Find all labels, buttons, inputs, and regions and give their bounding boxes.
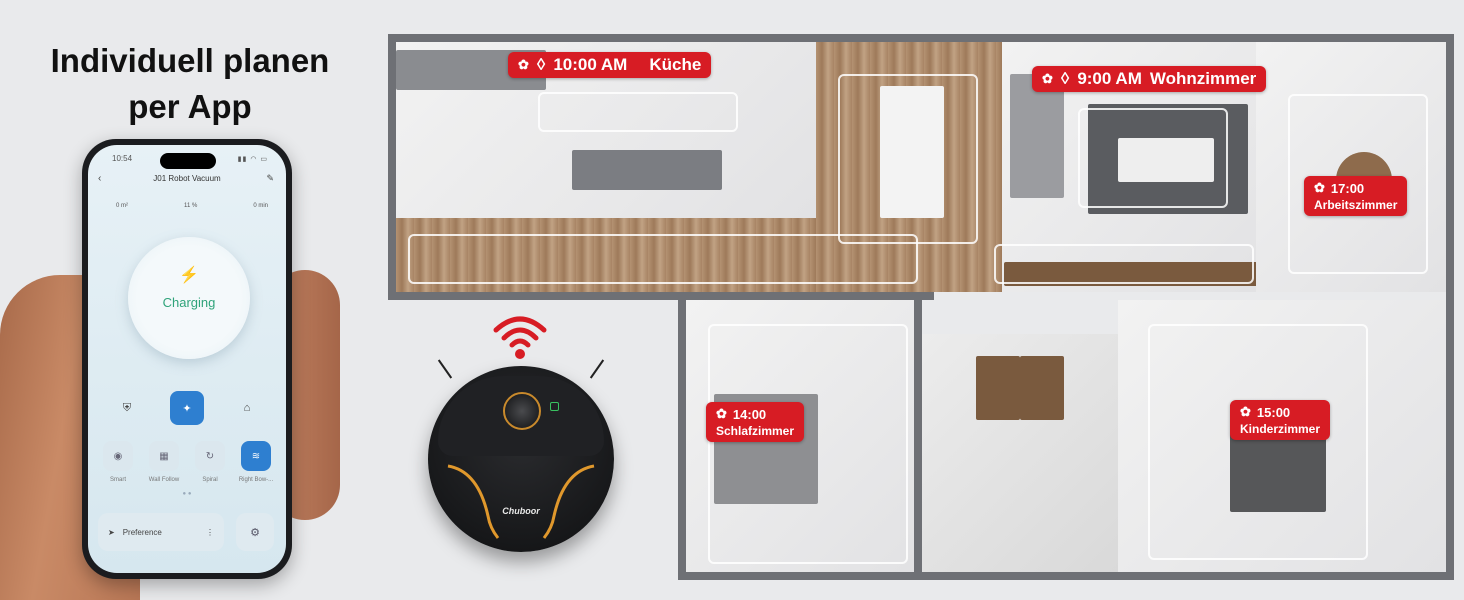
headline-line-2: per App <box>128 88 252 125</box>
room-name: Arbeitszimmer <box>1314 198 1398 212</box>
page-dots: ● ● <box>182 491 192 497</box>
dining-table <box>880 86 944 218</box>
water-drop-icon: ◊ <box>1060 69 1070 88</box>
room-label-kueche: ✿ ◊ 10:00 AM Küche <box>508 52 712 78</box>
cleaning-path <box>838 74 978 244</box>
headline-line-1: Individuell planen <box>50 42 330 79</box>
recharge-icon[interactable]: ⌂ <box>243 402 251 414</box>
mode-smart[interactable]: ◉ Smart <box>96 441 140 483</box>
more-icon[interactable]: ⋮ <box>206 527 214 537</box>
wall <box>678 572 1454 580</box>
right-bow-icon: ≋ <box>241 441 271 471</box>
fan-icon: ✿ <box>1314 180 1325 195</box>
robot-brand-logo: Chuboor <box>502 506 540 516</box>
room-label-arbeitszimmer: ✿ 17:00 Arbeitszimmer <box>1304 176 1408 216</box>
cleaning-path <box>538 92 738 132</box>
back-icon[interactable]: ‹ <box>98 173 102 184</box>
mode-wall-follow[interactable]: ▦ Wall Follow <box>142 441 186 483</box>
robot-accent-lines <box>447 464 595 539</box>
vanity <box>1020 356 1064 420</box>
start-clean-button[interactable]: ✦ <box>170 391 204 425</box>
mode-list: ◉ Smart ▦ Wall Follow ↻ Spiral ≋ Right B… <box>96 441 278 483</box>
cleaning-path <box>994 244 1254 284</box>
smartphone: 10:54 ▮▮ ◠ ▭ ‹ J01 Robot Vacuum ✎ 0 m² 1… <box>82 139 292 579</box>
cleaning-path <box>1148 324 1368 560</box>
spiral-icon: ↻ <box>195 441 225 471</box>
cleaning-path <box>708 324 908 564</box>
kitchen-island <box>572 150 722 190</box>
preference-label: Preference <box>122 527 162 537</box>
stats-row: 0 m² 11 % 0 min <box>116 203 268 209</box>
room-name: Schlafzimmer <box>716 424 795 438</box>
wall <box>388 34 1454 42</box>
room-label-wohnzimmer: ✿ ◊ 9:00 AM Wohnzimmer <box>1032 66 1267 92</box>
room-time: 10:00 AM <box>553 55 628 74</box>
smart-icon: ◉ <box>103 441 133 471</box>
app-title: J01 Robot Vacuum <box>153 174 221 183</box>
room-name: Küche <box>649 55 702 74</box>
room-time: 15:00 <box>1256 404 1291 420</box>
status-bar-icons: ▮▮ ◠ ▭ <box>237 156 268 163</box>
wall <box>388 34 396 300</box>
cleaning-path <box>1288 94 1428 274</box>
fan-icon: ✿ <box>518 57 529 72</box>
room-name: Wohnzimmer <box>1149 69 1257 88</box>
duration-stat: 0 min <box>253 203 268 209</box>
room-label-schlafzimmer: ✿ 14:00 Schlafzimmer <box>706 402 805 442</box>
robot-status-led <box>550 402 559 411</box>
wall <box>388 292 934 300</box>
battery-stat: 11 % <box>184 203 198 209</box>
battery-charging-icon: ⚡ <box>179 267 199 284</box>
wall <box>1446 34 1454 580</box>
fan-icon: ✿ <box>716 406 727 421</box>
mode-right-bow[interactable]: ≋ Right Bow-... <box>234 441 278 483</box>
cleaning-path <box>1078 108 1228 208</box>
headline: Individuell planen per App <box>20 38 360 130</box>
room-time: 17:00 <box>1330 180 1365 196</box>
edit-icon[interactable]: ✎ <box>266 173 274 183</box>
mode-spiral[interactable]: ↻ Spiral <box>188 441 232 483</box>
water-drop-icon: ◊ <box>536 55 546 74</box>
fan-icon: ✿ <box>1042 71 1053 86</box>
status-label: Charging <box>162 295 216 310</box>
room-time: 14:00 <box>732 406 767 422</box>
settings-gear-icon[interactable]: ⚙ <box>236 513 274 551</box>
wall-follow-icon: ▦ <box>149 441 179 471</box>
wifi-signal-icon <box>493 316 547 359</box>
cleaning-path <box>408 234 918 284</box>
fan-icon: ✿ <box>1240 404 1251 419</box>
room-label-kinderzimmer: ✿ 15:00 Kinderzimmer <box>1230 400 1331 440</box>
robot-power-button <box>503 392 541 430</box>
phone-notch <box>160 153 216 169</box>
control-row: ⛨ ✦ ⌂ <box>110 391 264 425</box>
floor-plan <box>388 34 1454 580</box>
dock-icon[interactable]: ⛨ <box>122 401 132 414</box>
vanity <box>976 356 1020 420</box>
preference-icon: ➤ <box>108 527 115 537</box>
area-stat: 0 m² <box>116 203 128 209</box>
status-bar-time: 10:54 <box>112 154 133 163</box>
wall <box>914 292 922 580</box>
sofa <box>1010 74 1064 198</box>
wall <box>678 296 686 580</box>
coffee-table <box>1118 138 1214 182</box>
preference-button[interactable]: ➤ Preference ⋮ <box>98 513 224 551</box>
status-dial: ⚡ Charging <box>128 237 250 359</box>
robot-vacuum-image: Chuboor <box>428 359 614 552</box>
room-time: 9:00 AM <box>1077 69 1142 88</box>
room-name: Kinderzimmer <box>1240 422 1321 436</box>
app-screen: 10:54 ▮▮ ◠ ▭ ‹ J01 Robot Vacuum ✎ 0 m² 1… <box>88 145 286 573</box>
